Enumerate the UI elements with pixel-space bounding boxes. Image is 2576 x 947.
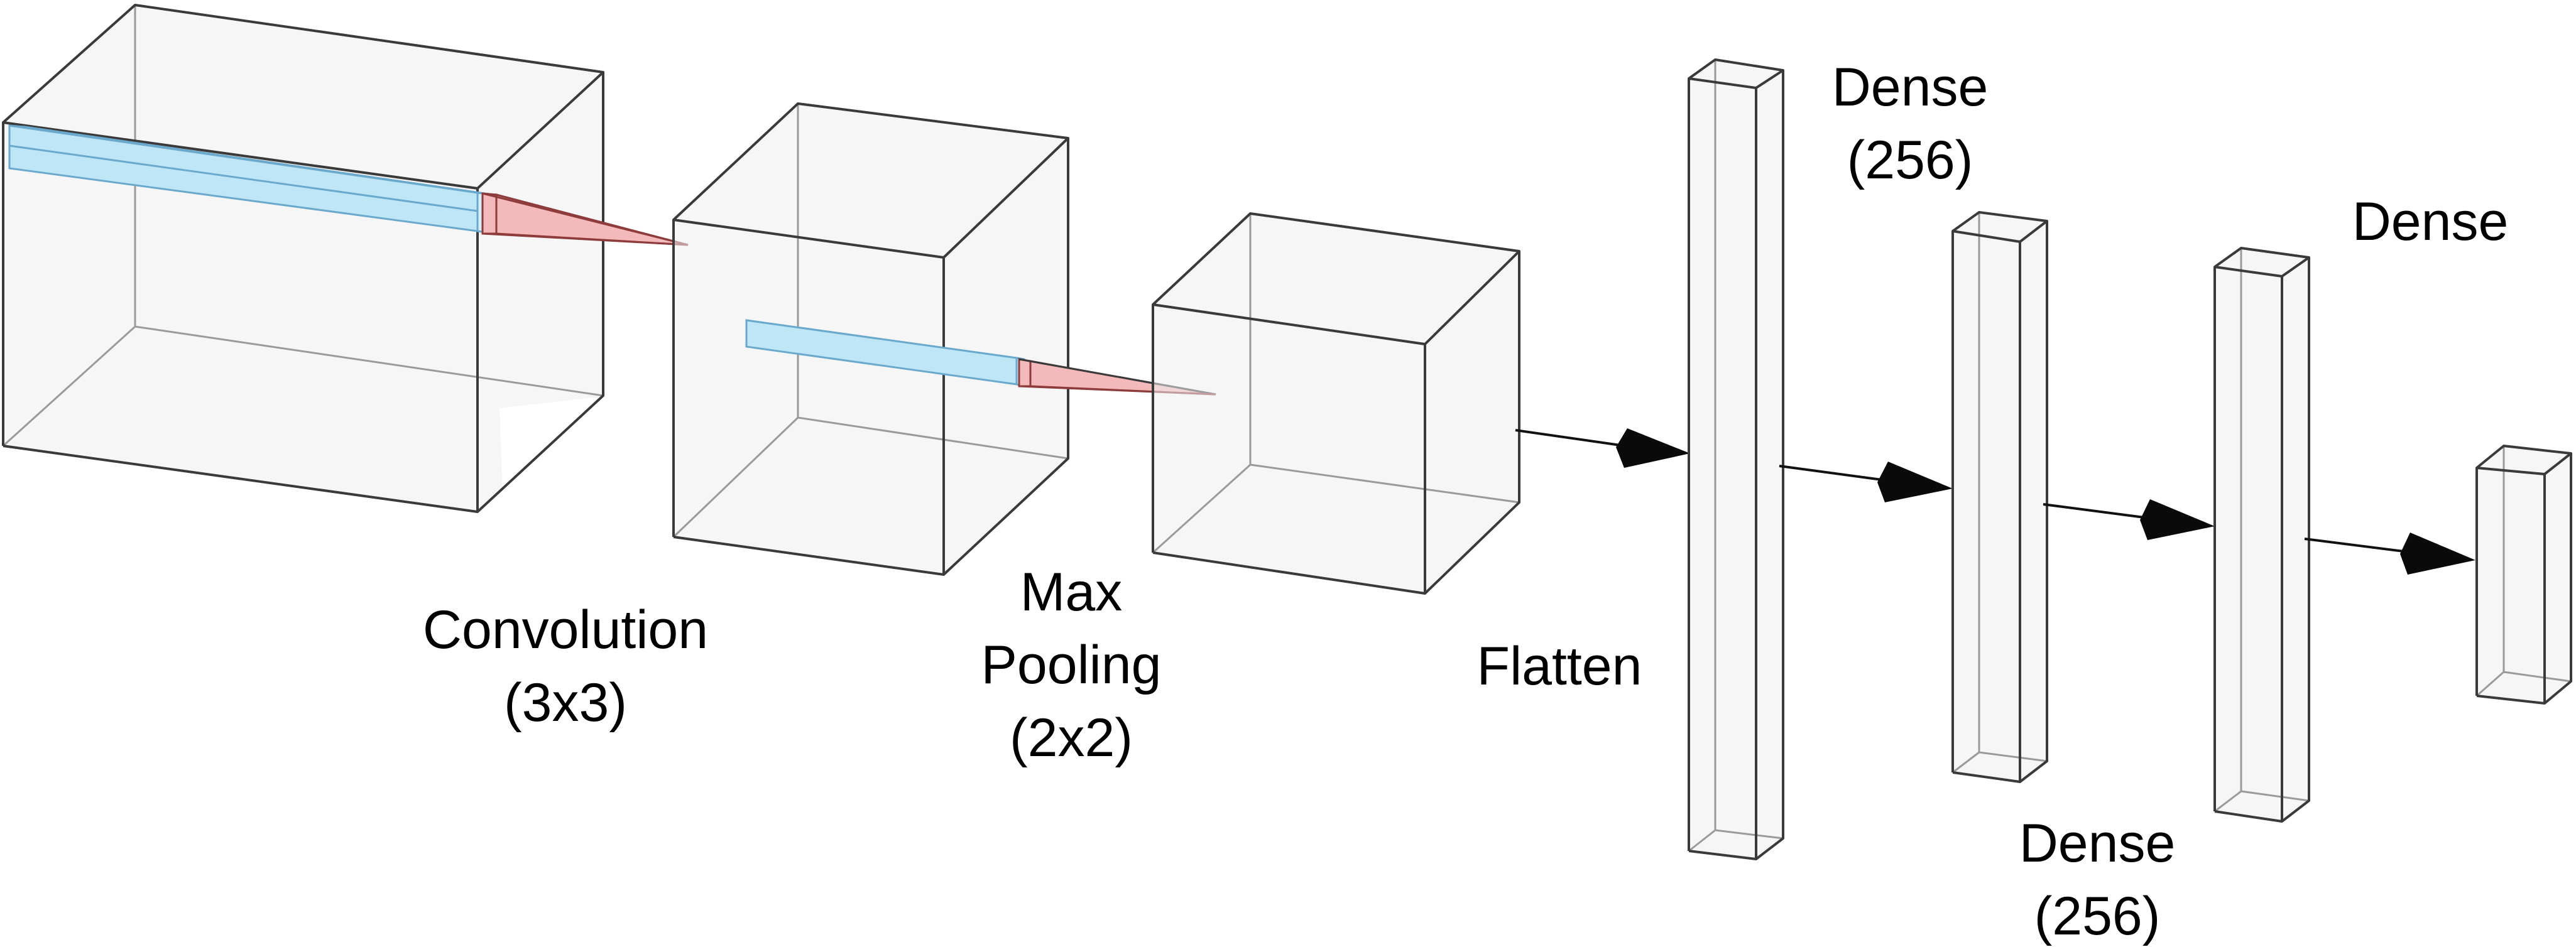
input-volume xyxy=(2,4,604,513)
label-max-pooling-line2: Pooling xyxy=(981,635,1162,695)
label-convolution-size: (3x3) xyxy=(504,673,627,733)
label-dense-2-name: Dense xyxy=(2019,813,2176,874)
dense-layer-2 xyxy=(1951,211,2048,783)
label-flatten: Flatten xyxy=(1477,636,1642,696)
label-dense-2: Dense (256) xyxy=(2019,813,2176,946)
label-dense-1: Dense (256) xyxy=(1832,57,1989,190)
arrow-flatten-to-dense1 xyxy=(1515,428,1690,468)
convolution-kernel-cone xyxy=(481,192,689,246)
label-convolution: Convolution (3x3) xyxy=(423,600,708,733)
dense-layer-1 xyxy=(1688,58,1784,860)
label-dense-2-size: (256) xyxy=(2034,886,2161,946)
label-flatten-name: Flatten xyxy=(1477,636,1642,696)
label-dense-1-size: (256) xyxy=(1847,130,1973,190)
arrow-dense1-to-dense2 xyxy=(1779,462,1953,502)
label-dense-3: Dense xyxy=(2352,192,2509,252)
pooled-volume xyxy=(1152,212,1520,595)
dense-layer-3 xyxy=(2213,247,2310,823)
label-dense-1-name: Dense xyxy=(1832,57,1989,117)
label-max-pooling: Max Pooling (2x2) xyxy=(981,562,1162,768)
output-layer xyxy=(2475,445,2572,705)
convolution-filter-bar xyxy=(8,124,494,235)
label-max-pooling-line1: Max xyxy=(1020,562,1122,622)
label-convolution-name: Convolution xyxy=(423,600,708,660)
arrow-dense2-to-dense3 xyxy=(2043,499,2215,540)
label-dense-3-name: Dense xyxy=(2352,192,2509,252)
arrow-dense3-to-output xyxy=(2304,533,2475,575)
label-max-pooling-size: (2x2) xyxy=(1010,708,1133,768)
